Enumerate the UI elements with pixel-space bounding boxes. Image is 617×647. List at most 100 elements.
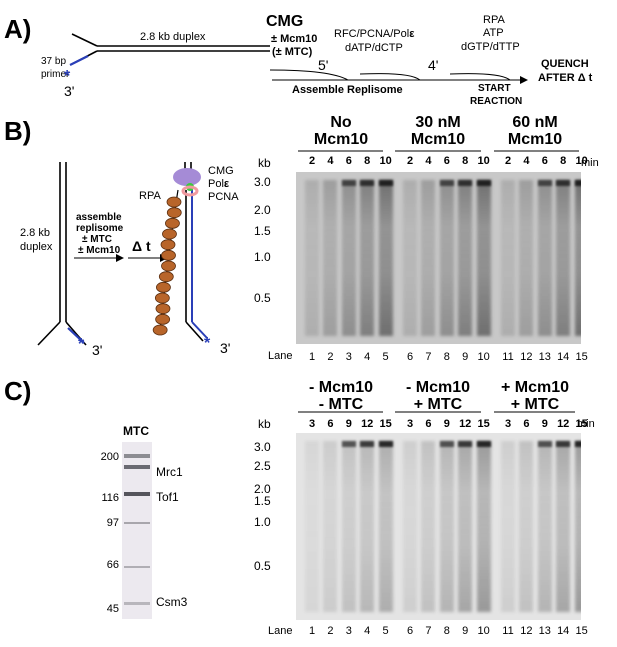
mtc-title: MTC xyxy=(123,424,149,438)
b-time-6: 4 xyxy=(425,155,432,167)
c-lane-num-13: 14 xyxy=(557,625,570,637)
assemble-b-2: replisome xyxy=(76,223,124,234)
b-time-10: 2 xyxy=(504,155,512,167)
b-marker-1: 2.0 xyxy=(254,203,271,217)
c-time-6: 6 xyxy=(425,418,432,430)
c-lane-band xyxy=(360,441,375,447)
b-lane-smear xyxy=(360,180,375,336)
mw-marker-1: 116 xyxy=(101,492,119,504)
c-lane-smear xyxy=(305,441,319,612)
b-lane-num-13: 14 xyxy=(557,351,570,363)
b-group-1-line2: Mcm10 xyxy=(410,131,466,148)
c-lane-num-0: 1 xyxy=(308,625,316,637)
duplex-label-b-2: duplex xyxy=(20,241,53,253)
c-marker-5: 0.5 xyxy=(254,559,271,573)
c-marker-4: 1.0 xyxy=(254,515,271,529)
step1-time: 5' xyxy=(318,57,329,73)
b-lane-num-0: 1 xyxy=(308,351,316,363)
c-time-1: 6 xyxy=(327,418,334,430)
b-lane-label: Lane xyxy=(268,350,293,362)
b-kb-label: kb xyxy=(258,156,271,170)
b-time-4: 10 xyxy=(379,155,392,167)
start-line1: START xyxy=(478,83,511,94)
b-lane-band xyxy=(537,180,552,186)
b-min-label: min xyxy=(581,157,599,169)
step3-line1: RPA xyxy=(483,14,505,26)
c-lane-num-14: 15 xyxy=(575,625,588,637)
b-marker-3: 1.0 xyxy=(254,250,271,264)
b-group-2-line1: 60 nM xyxy=(512,114,558,131)
b-lane-num-7: 8 xyxy=(443,351,450,363)
rpa-bead xyxy=(161,249,176,261)
c-time-13: 12 xyxy=(557,418,570,430)
primer-label-2: primer xyxy=(41,69,70,80)
c-lane-num-9: 10 xyxy=(477,625,490,637)
panel-b-letter: B) xyxy=(4,116,32,146)
mtc-gel xyxy=(122,442,152,619)
b-time-3: 8 xyxy=(364,155,371,167)
rpa-bead xyxy=(166,196,182,208)
b-lane-band xyxy=(476,180,491,186)
mw-marker-3: 66 xyxy=(106,559,119,571)
gel-c xyxy=(296,433,581,620)
c-lane-num-5: 6 xyxy=(406,625,414,637)
b-star-left: * xyxy=(78,336,85,353)
step2-time: 4' xyxy=(428,57,439,73)
c-lane-smear xyxy=(378,441,393,612)
rpa-bead xyxy=(156,281,171,293)
b-lane-num-1: 2 xyxy=(327,351,334,363)
b-lane-smear xyxy=(341,180,356,336)
c-lane-smear xyxy=(323,441,338,612)
c-group-0-line2: - MTC xyxy=(318,396,364,413)
b-lane-band xyxy=(556,180,571,186)
b-lane-smear xyxy=(501,180,515,336)
b-lane-num-11: 12 xyxy=(520,351,533,363)
c-group-1-line1: - Mcm10 xyxy=(405,379,471,396)
c-lane-smear xyxy=(519,441,534,612)
c-lane-smear xyxy=(574,441,581,612)
c-lane-num-4: 5 xyxy=(382,625,389,637)
b-group-0-line2: Mcm10 xyxy=(313,131,369,148)
b-lane-band xyxy=(341,180,356,186)
b-time-2: 6 xyxy=(345,155,352,167)
c-lane-num-10: 11 xyxy=(502,625,514,637)
c-lane-band xyxy=(476,441,491,447)
b-lane-num-2: 3 xyxy=(345,351,352,363)
assemble-b-4: ± Mcm10 xyxy=(78,245,121,256)
c-lane-smear xyxy=(556,441,571,612)
rpa-bead xyxy=(161,260,176,272)
b-time-11: 4 xyxy=(523,155,530,167)
c-lane-num-11: 12 xyxy=(520,625,533,637)
duplex-label: 2.8 kb duplex xyxy=(140,31,206,43)
c-marker-3: 1.5 xyxy=(254,494,271,508)
b-time-8: 8 xyxy=(462,155,469,167)
mw-marker-4: 45 xyxy=(106,603,119,615)
step1-line2: ± Mcm10 xyxy=(271,33,318,45)
b-lane-smear xyxy=(378,180,393,336)
panel-a-letter: A) xyxy=(4,14,32,44)
rpa-label: RPA xyxy=(139,190,161,202)
c-time-7: 9 xyxy=(443,418,450,430)
c-lane-smear xyxy=(421,441,436,612)
b-lane-smear xyxy=(421,180,436,336)
c-kb-label: kb xyxy=(258,417,271,431)
b-lane-smear xyxy=(574,180,581,336)
band-tof1: Tof1 xyxy=(156,490,179,504)
delta-t: Δ t xyxy=(132,238,151,254)
c-lane-band xyxy=(439,441,454,447)
b-time-0: 2 xyxy=(308,155,316,167)
band-csm3: Csm3 xyxy=(156,595,188,609)
b-time-13: 8 xyxy=(560,155,567,167)
step2-line2: dATP/dCTP xyxy=(345,42,403,54)
c-lane-band xyxy=(378,441,393,447)
b-lane-smear xyxy=(476,180,491,336)
b-lane-band xyxy=(378,180,393,186)
rpa-bead xyxy=(165,217,180,229)
c-lane-band xyxy=(556,441,571,447)
b-lane-band xyxy=(360,180,375,186)
b-3prime-right: 3' xyxy=(220,340,231,356)
b-group-2-line2: Mcm10 xyxy=(507,131,563,148)
primer-3prime: 3' xyxy=(64,83,75,99)
b-lane-smear xyxy=(305,180,319,336)
